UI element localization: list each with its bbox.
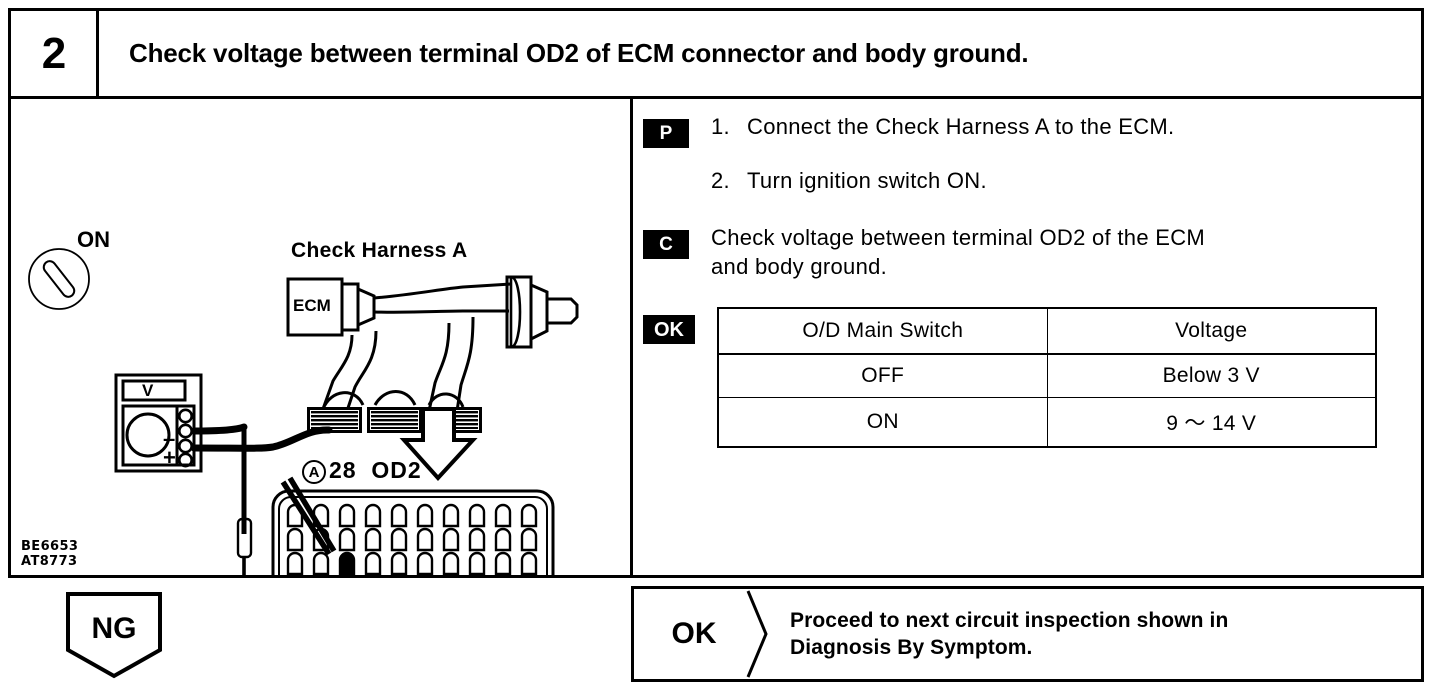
prepare-section: P 1. Connect the Check Harness A to the … (643, 113, 1407, 220)
ok-outcome-label: OK (671, 617, 717, 650)
cell-switch-on: ON (717, 397, 1048, 448)
table-row: ON 9 ～ 14 V (717, 397, 1377, 448)
check-text-line1: Check voltage between terminal OD2 of th… (711, 225, 1206, 250)
figure-code-2: AT8773 (21, 554, 78, 570)
spec-table: O/D Main Switch Voltage OFF Below 3 V ON… (717, 307, 1377, 449)
illustration-pane: ON Check Harness A ECM V – + A 28 OD2 BE… (11, 99, 633, 578)
ok-text-line1: Proceed to next circuit inspection shown… (790, 608, 1229, 632)
terminal-label: 28 OD2 (329, 457, 422, 484)
prepare-badge: P (643, 119, 689, 148)
check-text-line2: and body ground. (711, 253, 888, 279)
ecm-label: ECM (293, 296, 331, 315)
page-title: Check voltage between terminal OD2 of EC… (129, 38, 1029, 68)
step-text: Connect the Check Harness A to the ECM. (747, 114, 1175, 139)
check-text: Check voltage between terminal OD2 of th… (711, 224, 1407, 281)
cell-voltage-off: Below 3 V (1046, 353, 1377, 399)
step-index: 1. (711, 114, 730, 139)
step-text: Turn ignition switch ON. (747, 167, 987, 193)
cell-voltage-on: 9 ～ 14 V (1046, 397, 1377, 448)
connector-terminal-grid (286, 503, 538, 575)
step-number: 2 (11, 11, 99, 96)
ignition-on-label: ON (77, 227, 110, 252)
ok-outcome-box: OK Proceed to next circuit inspection sh… (631, 586, 1424, 682)
ok-text-line2: Diagnosis By Symptom. (790, 636, 1033, 659)
meter-negative-label: – (163, 426, 176, 451)
voltmeter-display-label: V (142, 381, 154, 400)
check-badge: C (643, 230, 689, 259)
list-item: 1. Connect the Check Harness A to the EC… (711, 113, 1407, 141)
table-row: OFF Below 3 V (717, 353, 1377, 399)
chevron-right-icon (744, 589, 772, 679)
step-index: 2. (711, 167, 730, 193)
check-section: C Check voltage between terminal OD2 of … (643, 224, 1407, 281)
wiring-illustration (28, 248, 579, 575)
prepare-steps: 1. Connect the Check Harness A to the EC… (711, 113, 1407, 220)
connector-marker-a: A (302, 460, 326, 484)
step-body: ON Check Harness A ECM V – + A 28 OD2 BE… (11, 99, 1421, 578)
step-header: 2 Check voltage between terminal OD2 of … (11, 11, 1421, 99)
terminal-number: 28 (329, 457, 357, 483)
ng-shape (66, 592, 162, 679)
instruction-pane: P 1. Connect the Check Harness A to the … (633, 99, 1421, 578)
highlighted-terminal (338, 551, 356, 575)
ok-badge: OK (643, 315, 695, 345)
meter-positive-label: + (163, 445, 176, 470)
spec-table-wrap: O/D Main Switch Voltage OFF Below 3 V ON… (717, 307, 1407, 449)
ng-label: NG (91, 612, 137, 645)
spec-section: OK O/D Main Switch Voltage OFF Below 3 V (643, 307, 1407, 449)
check-harness-label: Check Harness A (291, 239, 468, 262)
table-header-row: O/D Main Switch Voltage (717, 307, 1377, 356)
figure-code-1: BE6653 (21, 539, 79, 555)
cell-switch-off: OFF (717, 353, 1048, 399)
ok-outcome-text: Proceed to next circuit inspection shown… (772, 607, 1421, 662)
terminal-name: OD2 (371, 457, 422, 483)
column-header-voltage: Voltage (1046, 307, 1377, 356)
step-frame: 2 Check voltage between terminal OD2 of … (8, 8, 1424, 578)
down-arrow-icon (399, 407, 478, 481)
outcome-row: NG OK Proceed to next circuit inspection… (8, 586, 1424, 682)
column-header-switch: O/D Main Switch (717, 307, 1048, 356)
list-item: 2. Turn ignition switch ON. (711, 167, 1407, 195)
figure-codes: BE6653 AT8773 (21, 539, 79, 570)
